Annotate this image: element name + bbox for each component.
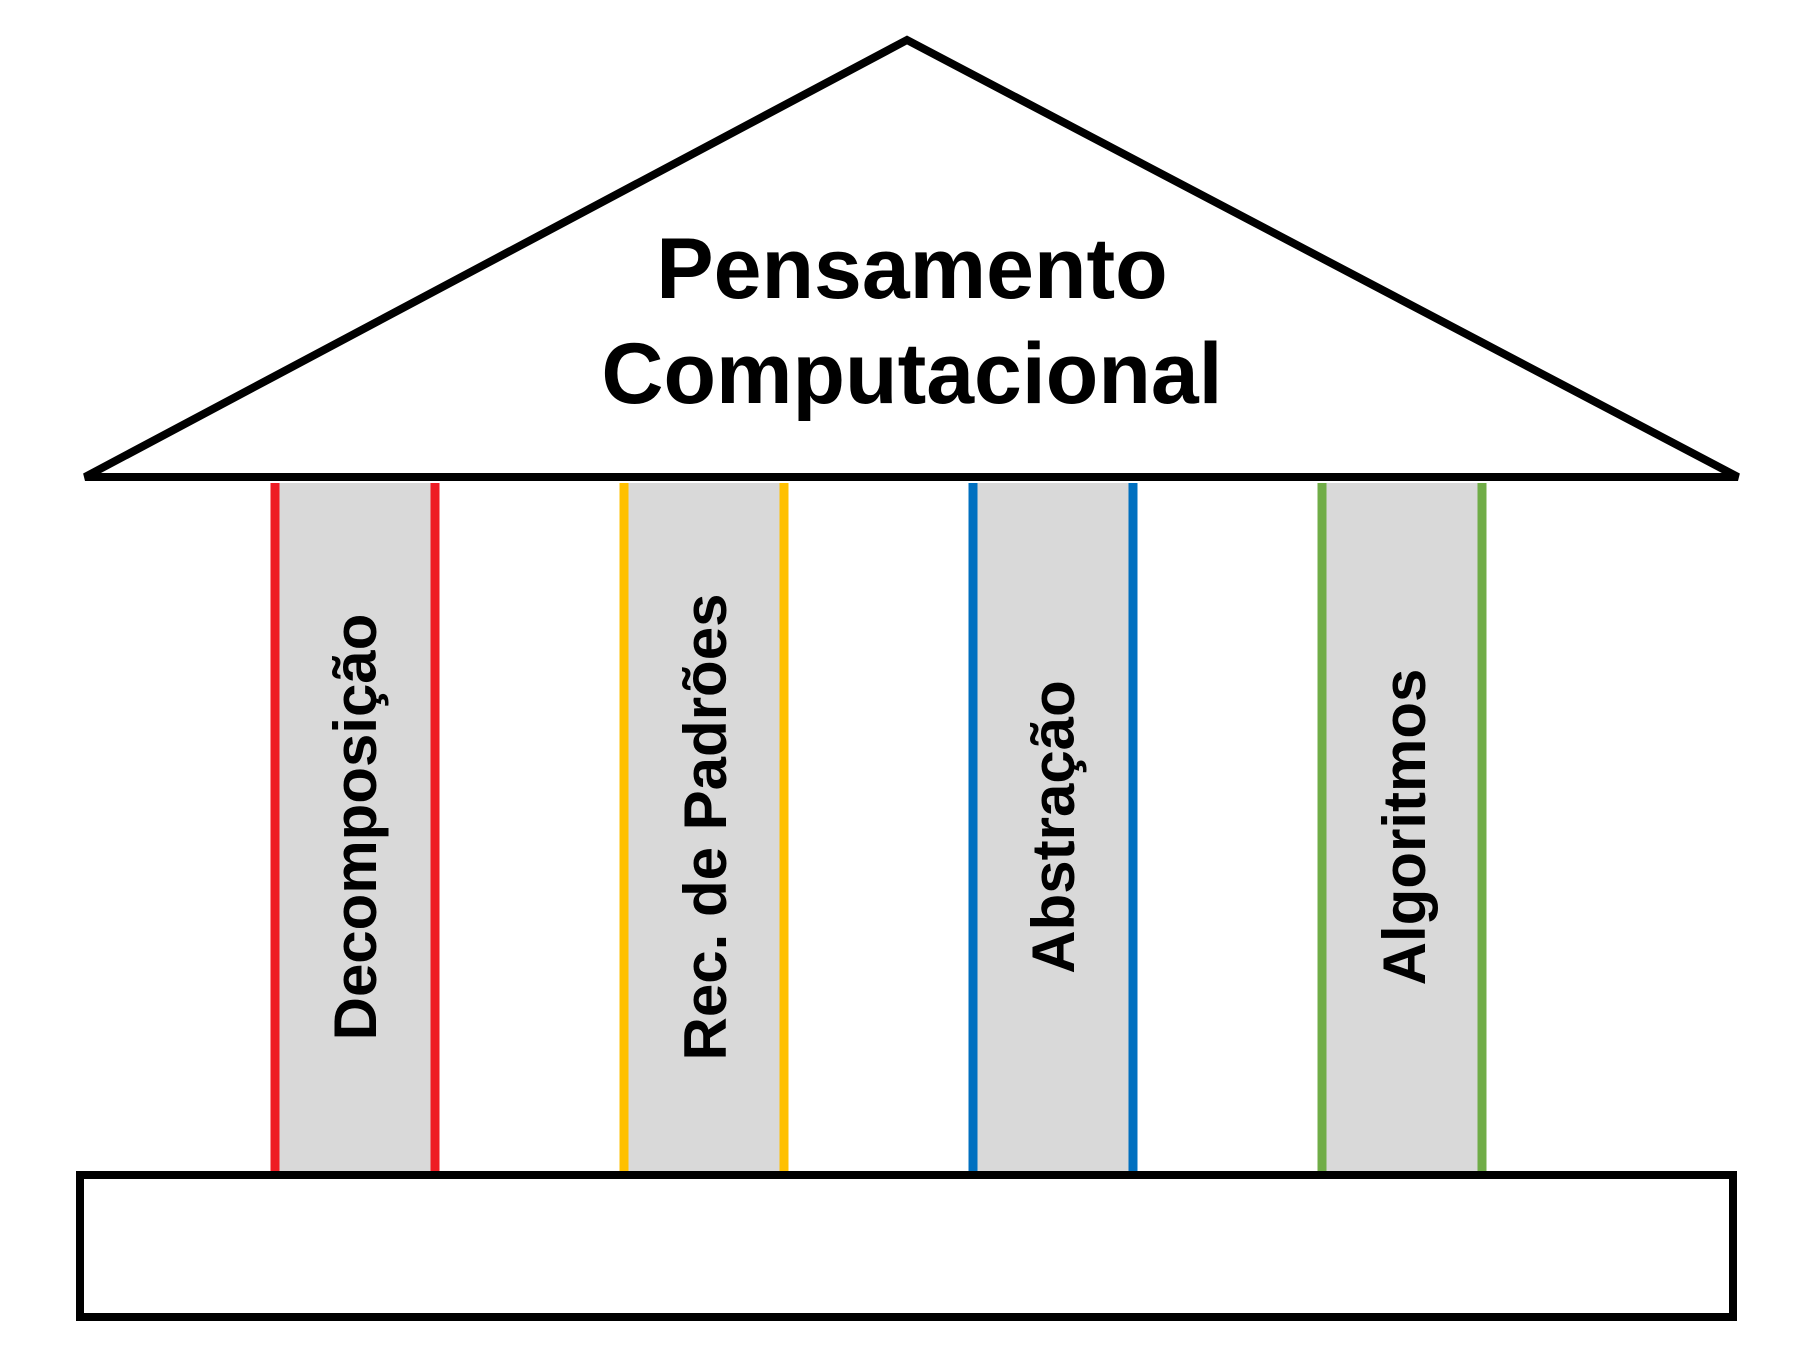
column-rec-de-padroes: Rec. de Padrões <box>619 483 789 1172</box>
roof-title-line-2: Computacional <box>601 326 1222 422</box>
column-shaft <box>973 483 1133 1172</box>
column-shaft <box>624 483 784 1172</box>
column-shaft <box>275 483 435 1172</box>
column-abstracao: Abstração <box>968 483 1138 1172</box>
column-shaft <box>1322 483 1482 1172</box>
column-decomposicao: Decomposição <box>270 483 440 1172</box>
column-label: Algoritmos <box>1371 669 1438 986</box>
roof-triangle <box>83 35 1740 481</box>
base-platform <box>76 1171 1737 1321</box>
column-label: Abstração <box>1020 680 1087 973</box>
roof-title-line-1: Pensamento <box>656 221 1167 317</box>
column-label: Decomposição <box>322 614 389 1041</box>
column-label: Rec. de Padrões <box>672 594 739 1061</box>
column-algoritmos: Algoritmos <box>1317 483 1487 1172</box>
